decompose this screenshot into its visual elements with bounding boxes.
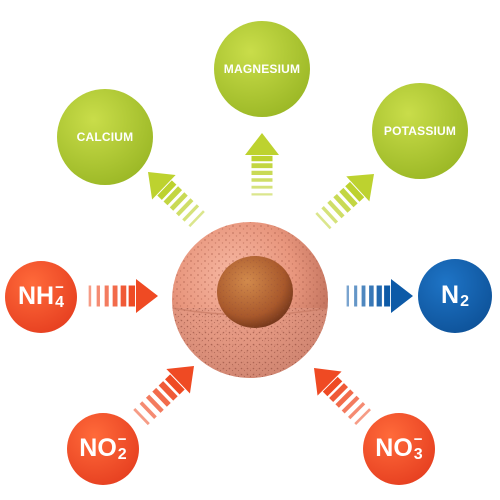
nitrite-formula-base: NO	[79, 433, 117, 462]
arrow-from-nitrate	[314, 368, 371, 425]
arrow-from-nitrite	[133, 366, 194, 426]
potassium-node: POTASSIUM	[372, 83, 468, 179]
arrow-to-calcium	[148, 172, 205, 228]
magnesium-node: MAGNESIUM	[214, 21, 310, 117]
nitrogen-formula-base: N	[441, 280, 460, 309]
arrow-to-nitrogen	[346, 279, 413, 313]
calcium-label: CALCIUM	[76, 130, 134, 144]
potassium-label: POTASSIUM	[383, 124, 457, 138]
nitrite-charge: −	[117, 430, 127, 448]
nitrite-subscript: 2	[117, 445, 127, 463]
nitrogen-node: N - 2	[418, 259, 492, 333]
arrow-to-potassium	[315, 174, 374, 230]
calcium-node: CALCIUM	[57, 89, 153, 185]
nitrogen-subscript: 2	[460, 292, 469, 310]
arrows-layer	[88, 133, 413, 426]
nitrate-charge: −	[413, 430, 423, 448]
porous-sphere-icon	[172, 222, 328, 378]
nitrate-node: NO − 3	[363, 413, 435, 485]
ammonium-formula-base: NH	[17, 281, 55, 310]
arrow-from-ammonium	[88, 279, 158, 313]
arrow-to-magnesium	[245, 133, 279, 196]
nitrate-subscript: 3	[413, 445, 423, 463]
nitrate-formula-base: NO	[375, 433, 413, 462]
magnesium-label: MAGNESIUM	[223, 62, 301, 76]
ammonium-subscript: 4	[55, 293, 64, 311]
ammonium-node: NH − 4	[5, 261, 77, 333]
nitrite-node: NO − 2	[67, 413, 139, 485]
ammonium-charge: −	[55, 278, 64, 296]
